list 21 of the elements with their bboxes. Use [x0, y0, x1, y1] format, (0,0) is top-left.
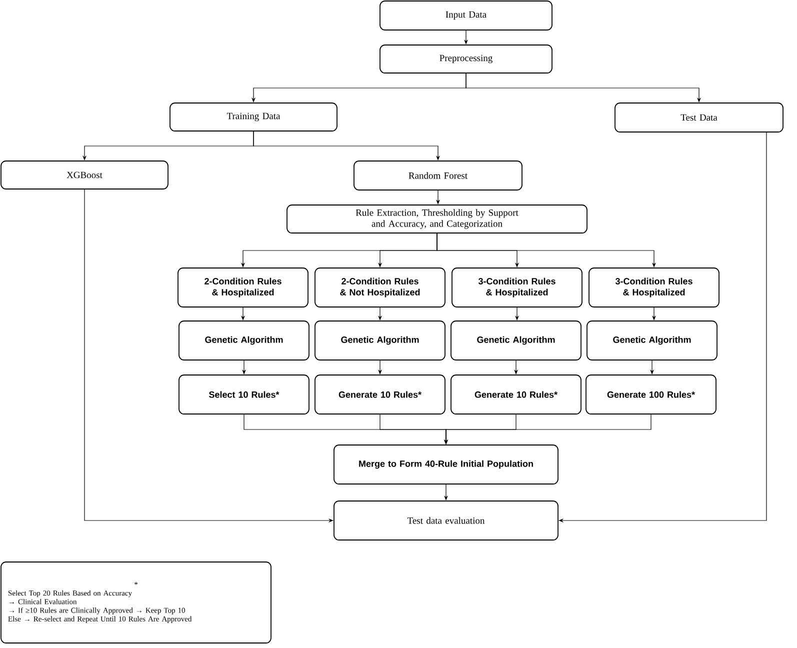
process-box: Genetic Algorithm — [450, 320, 582, 360]
process-box: Genetic Algorithm — [586, 320, 718, 360]
process-box: Select 10 Rules* — [178, 374, 310, 414]
process-box: Generate 100 Rules* — [586, 374, 716, 414]
model-box: XGBoost — [0, 160, 168, 190]
data-box: Test Data — [614, 102, 784, 132]
process-box: Preprocessing — [380, 44, 552, 74]
process-box: Generate 10 Rules* — [450, 374, 582, 414]
process-box: Genetic Algorithm — [178, 320, 310, 360]
model-box: Random Forest — [354, 160, 522, 190]
rule-group-box: 2-Condition Rules & Hospitalized — [178, 268, 308, 308]
process-box: Generate 10 Rules* — [314, 374, 446, 414]
rule-group-box: 2-Condition Rules & Not Hospitalized — [314, 268, 446, 308]
rule-group-box: 3-Condition Rules & Hospitalized — [452, 268, 582, 308]
process-box: Merge to Form 40-Rule Initial Population — [334, 444, 558, 484]
process-box: Test data evaluation — [334, 500, 558, 540]
process-box: Genetic Algorithm — [314, 320, 446, 360]
process-box: Rule Extraction, Thresholding by Support and Accuracy, and Categorization — [286, 204, 588, 234]
process-box: Input Data — [380, 0, 552, 30]
data-box: Training Data — [170, 102, 338, 132]
rule-group-box: 3-Condition Rules & Hospitalized — [588, 268, 720, 308]
